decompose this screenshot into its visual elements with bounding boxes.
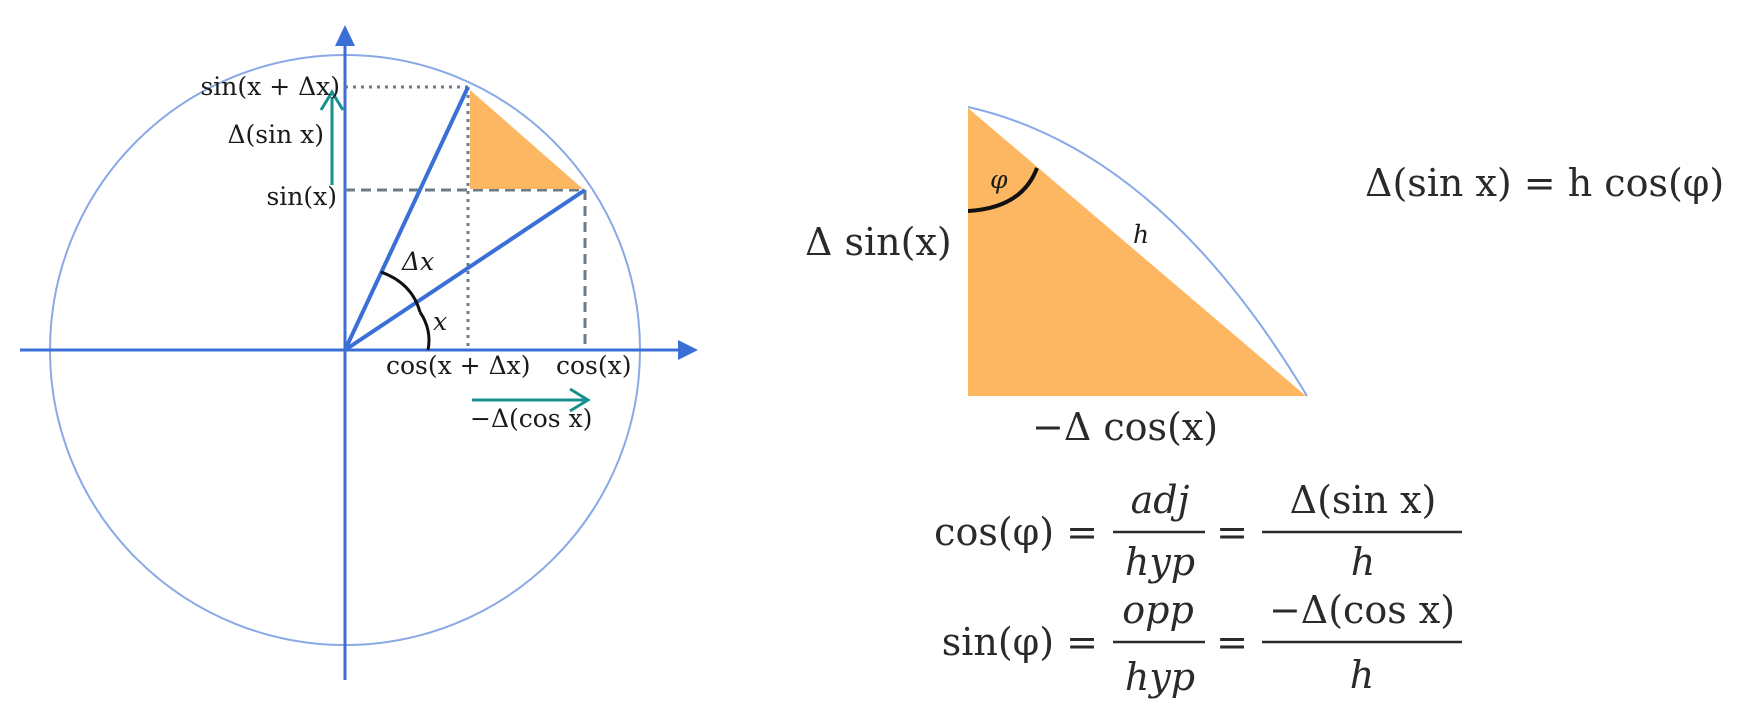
cos-hyp: hyp — [1125, 540, 1195, 584]
sin-hyp: hyp — [1125, 655, 1195, 699]
cos-adj: adj — [1131, 478, 1190, 522]
cos-phi-lhs: cos(φ) = — [934, 510, 1098, 554]
label-x-angle: x — [433, 307, 447, 336]
label-phi: φ — [990, 165, 1008, 194]
angle-arc-phi — [967, 167, 1039, 213]
sin-h: h — [1350, 653, 1374, 697]
cos-phi-formula: cos(φ) = adj hyp = Δ(sin x) h — [934, 478, 1462, 584]
angle-arc-x — [418, 311, 431, 351]
label-sin-x: sin(x) — [266, 182, 337, 211]
equation-delta-sin-h-cos: Δ(sin x) = h cos(φ) — [1365, 161, 1724, 205]
label-cos-x-plus-dx: cos(x + Δx) — [386, 351, 530, 380]
label-neg-delta-cos-x: −Δ(cos x) — [470, 404, 592, 433]
projection-lines — [345, 85, 587, 350]
delta-sin-arrowhead — [319, 89, 345, 111]
sin-equals: = — [1216, 620, 1248, 664]
sin-phi-lhs: sin(φ) = — [942, 620, 1098, 664]
delta-cos-arrowhead — [569, 387, 591, 413]
sin-neg-delta-cos: −Δ(cos x) — [1269, 588, 1455, 632]
cos-delta-sin: Δ(sin x) — [1290, 478, 1437, 522]
label-neg-delta-cos: −Δ cos(x) — [1032, 405, 1218, 449]
angle-arc-dx — [380, 270, 422, 313]
unit-circle-diagram: sin(x + Δx) Δ(sin x) sin(x) Δx x cos(x +… — [20, 25, 698, 680]
sin-phi-formula: sin(φ) = opp hyp = −Δ(cos x) h — [942, 588, 1462, 699]
ray-x — [343, 188, 587, 352]
y-axis-arrowhead — [335, 25, 355, 46]
label-h: h — [1133, 220, 1149, 249]
circle-arc — [967, 106, 1308, 397]
cos-equals: = — [1216, 510, 1248, 554]
label-delta-sin: Δ sin(x) — [805, 220, 952, 264]
x-axis-arrowhead — [678, 340, 698, 360]
small-orange-triangle — [470, 90, 583, 189]
ray-x-plus-dx — [343, 86, 470, 351]
enlarged-triangle-diagram: φ h Δ sin(x) −Δ cos(x) Δ(sin x) = h cos(… — [805, 106, 1724, 449]
sin-opp: opp — [1122, 588, 1194, 632]
large-orange-triangle — [968, 108, 1306, 396]
label-delta-sin-x: Δ(sin x) — [227, 120, 324, 149]
label-sin-x-plus-dx: sin(x + Δx) — [200, 72, 340, 101]
cos-h: h — [1351, 540, 1375, 584]
label-cos-x: cos(x) — [556, 351, 632, 380]
label-delta-x-angle: Δx — [401, 247, 434, 276]
